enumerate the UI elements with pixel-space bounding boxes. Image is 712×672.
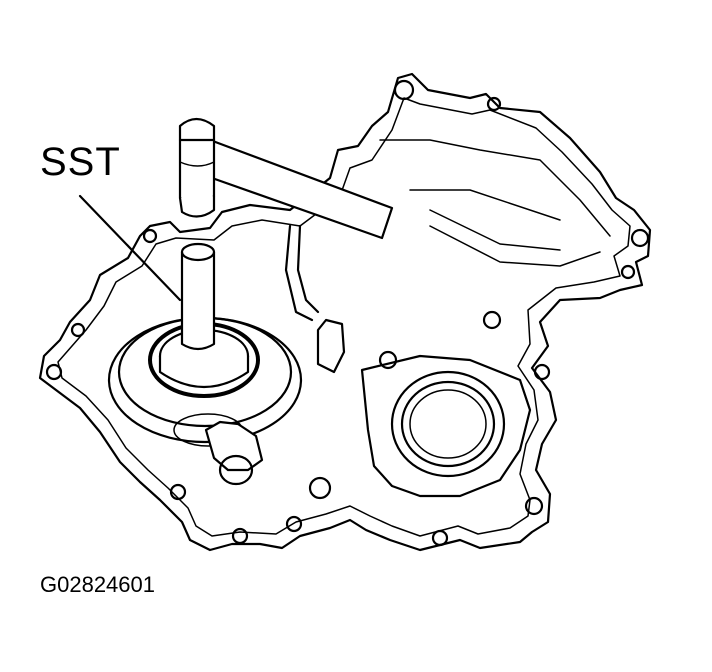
callout-leader-line bbox=[78, 194, 182, 302]
timing-cover-icon bbox=[38, 72, 652, 552]
sst-callout-label: SST bbox=[40, 140, 121, 184]
sst-drift-icon bbox=[148, 242, 260, 398]
figure-id: G02824601 bbox=[40, 572, 155, 597]
hammer-icon bbox=[178, 117, 394, 240]
